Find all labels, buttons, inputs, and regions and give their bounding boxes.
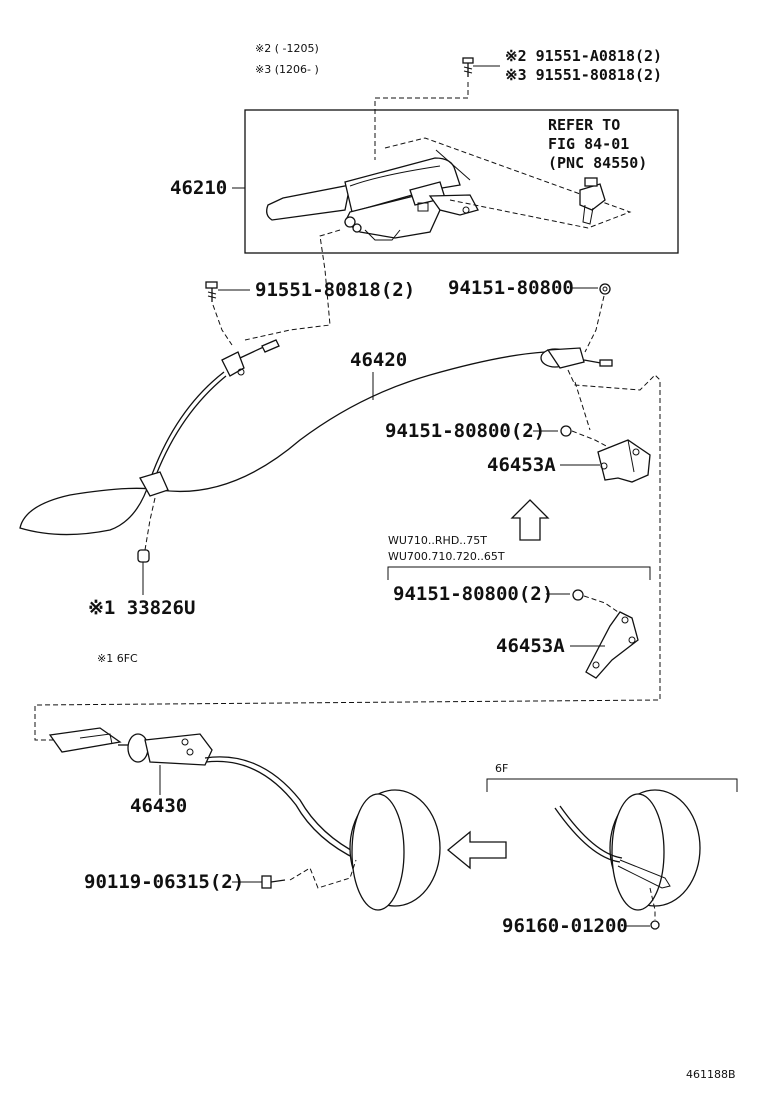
parking-brake-lever-icon <box>266 149 479 241</box>
leader-bracket1-cable <box>574 381 591 431</box>
leader-top-bolt <box>374 82 469 160</box>
arrow-left-icon <box>446 830 507 870</box>
leader-nut-bracket2-dash <box>583 595 619 613</box>
variant-bracket-line <box>387 566 651 580</box>
leader-nut-cable <box>584 295 605 353</box>
clip-6f-icon <box>650 920 660 930</box>
switch-icon <box>579 177 606 225</box>
leader-lever-cable <box>244 229 341 341</box>
figure-id: 461188B <box>686 1068 736 1081</box>
clip-icon <box>137 549 150 563</box>
label-clip-6f: 96160-01200 <box>502 915 628 937</box>
label-refer-1: REFER TO <box>548 116 620 134</box>
label-refer-3: (PNC 84550) <box>548 154 647 172</box>
leader-lever-switch <box>384 137 632 229</box>
6f-cable-icon <box>554 805 671 889</box>
front-cable-icon <box>19 339 613 536</box>
leader-bolt-bottom-dash <box>289 859 357 889</box>
variant-line-2: WU700.710.720..65T <box>388 550 505 563</box>
nut-bracket2-icon <box>572 589 584 601</box>
label-cable-front: 46420 <box>350 349 407 371</box>
label-refer-2: FIG 84-01 <box>548 135 629 153</box>
arrow-up-icon <box>510 499 550 541</box>
variant-6f-bracket-line <box>486 778 738 792</box>
label-cable-rear: 46430 <box>130 795 187 817</box>
label-bolt-left: 91551-80818(2) <box>255 279 415 301</box>
variant-line-1: WU710..RHD..75T <box>388 534 487 547</box>
leader-bolt-left <box>212 304 233 346</box>
label-bracket1: 46453A <box>487 454 556 476</box>
variant-6f: 6F <box>495 762 508 775</box>
label-nut-bracket1: 94151-80800(2) <box>385 420 545 442</box>
bolt-left-icon <box>205 281 250 302</box>
leader-nut-bracket1-dash <box>571 430 611 449</box>
label-bolt-top-b: ※3 91551-80818(2) <box>505 66 662 84</box>
note-1: ※1 6FC <box>97 652 138 665</box>
label-bolt-bottom: 90119-06315(2) <box>84 871 244 893</box>
brake-drum-right-icon <box>609 789 701 911</box>
label-nut-right: 94151-80800 <box>448 277 574 299</box>
nut-bracket1-icon <box>560 425 572 437</box>
label-nut-bracket2: 94151-80800(2) <box>393 583 553 605</box>
nut-right-icon <box>599 283 611 295</box>
brake-drum-left-icon <box>349 789 441 911</box>
label-lever: 46210 <box>170 177 227 199</box>
top-bolt-icon <box>462 57 500 77</box>
leader-clip <box>144 497 156 551</box>
lever-assembly-box <box>244 109 679 254</box>
note-2: ※2 ( -1205) <box>255 42 319 55</box>
note-3: ※3 (1206- ) <box>255 63 319 76</box>
bracket1-icon <box>597 439 651 483</box>
label-clip: ※1 33826U <box>88 597 195 619</box>
bottom-bolt-icon <box>261 875 286 889</box>
label-bracket2: 46453A <box>496 635 565 657</box>
bracket2-icon <box>585 611 639 679</box>
rear-cable-icon <box>48 727 405 889</box>
label-bolt-top-a: ※2 91551-A0818(2) <box>505 47 662 65</box>
